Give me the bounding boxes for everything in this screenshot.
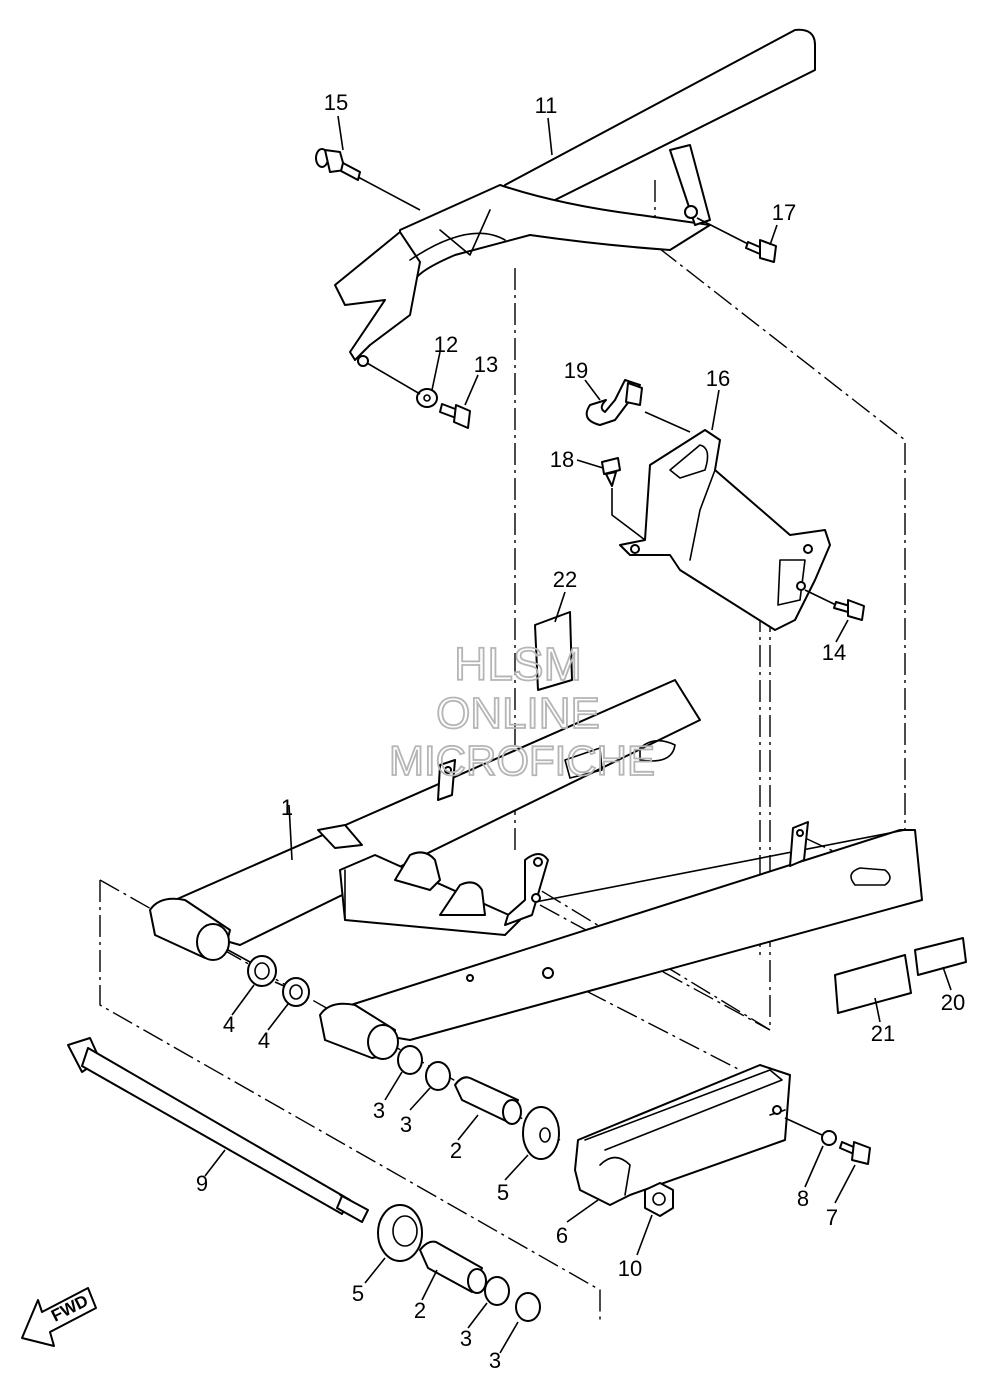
watermark: HLSM ONLINE MICROFICHE [388,637,656,785]
callout-12: 12 [434,332,458,357]
label-22[interactable] [534,611,573,691]
callout-5a: 5 [497,1180,509,1205]
callout-15: 15 [324,90,348,115]
pivot-shaft[interactable] [67,1037,369,1223]
bolt-7[interactable] [839,1141,871,1165]
bracket-16[interactable] [619,429,831,631]
label-20[interactable] [914,937,967,976]
bushing-3b[interactable] [425,1061,451,1091]
callout-2a: 2 [450,1138,462,1163]
bolt-17[interactable] [696,217,777,263]
callout-leaders [204,115,952,1354]
clamp-19[interactable] [585,379,691,433]
callout-9: 9 [196,1171,208,1196]
collar-2a[interactable] [454,1076,522,1125]
callout-4b: 4 [258,1028,270,1053]
callout-18: 18 [550,447,574,472]
callout-14: 14 [822,640,846,665]
washer-5b[interactable] [377,1204,423,1262]
callout-4a: 4 [223,1012,235,1037]
watermark-line1: HLSM [454,638,582,690]
rivet-18[interactable] [601,457,646,541]
watermark-line2: ONLINE [436,689,600,738]
bolt-13[interactable] [439,403,471,429]
bushing-3c[interactable] [484,1276,510,1306]
callout-3b: 3 [400,1112,412,1137]
callout-10: 10 [618,1256,642,1281]
callout-7: 7 [826,1205,838,1230]
chain-case[interactable] [334,28,816,367]
bearing-4b[interactable] [274,977,310,1007]
bolt-14[interactable] [804,589,865,621]
callout-11: 11 [535,93,558,118]
label-21[interactable] [834,954,912,1014]
callout-16: 16 [706,366,730,391]
collar-bolt[interactable] [315,148,421,211]
watermark-line3: MICROFICHE [389,737,655,784]
fwd-arrow-icon: FWD [21,1287,97,1347]
bushing-3d[interactable] [515,1292,541,1322]
bushing-3a[interactable] [397,1045,423,1075]
callout-22: 22 [553,567,577,592]
collar-2b[interactable] [419,1240,487,1294]
callout-numbers: 11 15 17 12 13 19 16 18 14 22 1 4 4 3 3 … [196,90,965,1373]
callout-3d: 3 [489,1348,501,1373]
callout-6: 6 [556,1223,568,1248]
callout-8: 8 [797,1186,809,1211]
callout-3a: 3 [373,1098,385,1123]
chain-slider[interactable] [574,1064,791,1206]
washer-12[interactable] [366,362,438,408]
callout-19: 19 [564,358,588,383]
nut-10[interactable] [644,1182,674,1217]
washer-5a[interactable] [522,1106,560,1160]
callout-5b: 5 [352,1281,364,1306]
washer-8[interactable] [784,1117,837,1146]
callout-2b: 2 [414,1298,426,1323]
callout-1: 1 [281,795,293,820]
callout-3c: 3 [460,1326,472,1351]
callout-17: 17 [772,200,796,225]
callout-21: 21 [871,1021,895,1046]
callout-13: 13 [474,352,498,377]
swingarm[interactable] [149,679,923,1060]
bearing-4a[interactable] [227,949,277,987]
callout-20: 20 [941,990,965,1015]
